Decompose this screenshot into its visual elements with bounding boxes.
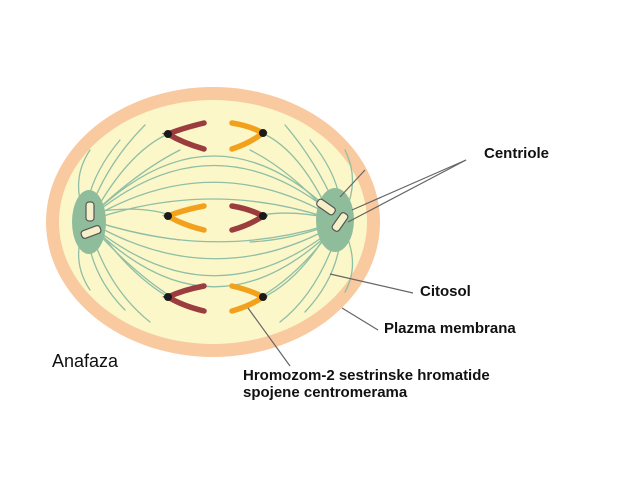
centriole-leader-2	[347, 159, 467, 223]
right-centriole-2	[331, 212, 349, 232]
chromosome-label: Hromozom-2 sestrinske hromatide spojene …	[243, 367, 490, 401]
chromosome-label-line-2: spojene centromerama	[243, 384, 408, 401]
centromere	[164, 212, 172, 220]
chromosome-leader	[247, 307, 291, 367]
citosol-label: Citosol	[420, 283, 471, 300]
citosol-leader	[329, 273, 414, 294]
centriole-label: Centriole	[484, 145, 550, 162]
plazma-leader	[341, 307, 379, 331]
centromere	[164, 293, 172, 301]
leader-lines	[247, 159, 467, 367]
left-centrosome	[72, 190, 106, 254]
centriole-leader-1	[351, 159, 467, 211]
chromosome-label-line-1: Hromozom-2 sestrinske hromatide	[243, 367, 490, 384]
centriole-leader-3	[339, 169, 366, 198]
plasma-membrane-label: Plazma membrana	[384, 320, 516, 337]
cytosol	[59, 100, 367, 344]
right-centriole-1	[316, 198, 336, 216]
left-centriole-2	[80, 225, 102, 239]
centromeres	[164, 129, 267, 301]
centromere	[259, 212, 267, 220]
right-centrosome	[316, 188, 354, 252]
centromere	[164, 130, 172, 138]
left-centriole-1	[85, 201, 95, 222]
centromere	[259, 293, 267, 301]
anaphase-title: Anafaza	[52, 351, 119, 371]
centromere	[259, 129, 267, 137]
